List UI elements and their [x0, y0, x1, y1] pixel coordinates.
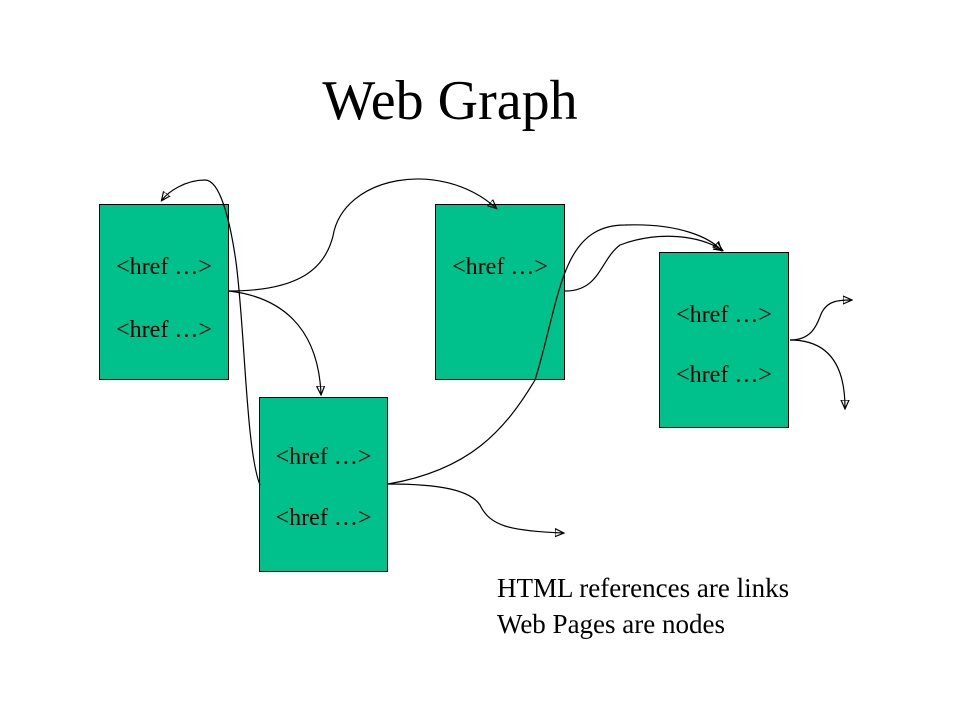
web-page-node-b: <href …> <href …>: [259, 397, 388, 572]
href-link-c1: <href …>: [452, 254, 548, 280]
edge-a-to-b: [228, 290, 321, 394]
edge-d-out-upper: [789, 300, 851, 341]
href-link-b2: <href …>: [275, 505, 372, 531]
edge-d-out-lower: [789, 339, 845, 408]
caption-line-links: HTML references are links: [497, 573, 790, 603]
web-page-node-c: <href …>: [435, 204, 565, 380]
edge-b-out: [387, 483, 563, 533]
href-link-b1: <href …>: [275, 444, 372, 470]
href-link-d1: <href …>: [676, 302, 772, 328]
href-link-a2: <href …>: [116, 317, 212, 343]
web-page-node-a: <href …> <href …>: [99, 204, 229, 380]
caption-line-nodes: Web Pages are nodes: [497, 609, 725, 639]
diagram-title: Web Graph: [322, 70, 578, 132]
web-page-node-d: <href …> <href …>: [659, 252, 789, 428]
href-link-a1: <href …>: [116, 254, 212, 280]
href-link-d2: <href …>: [676, 362, 772, 388]
